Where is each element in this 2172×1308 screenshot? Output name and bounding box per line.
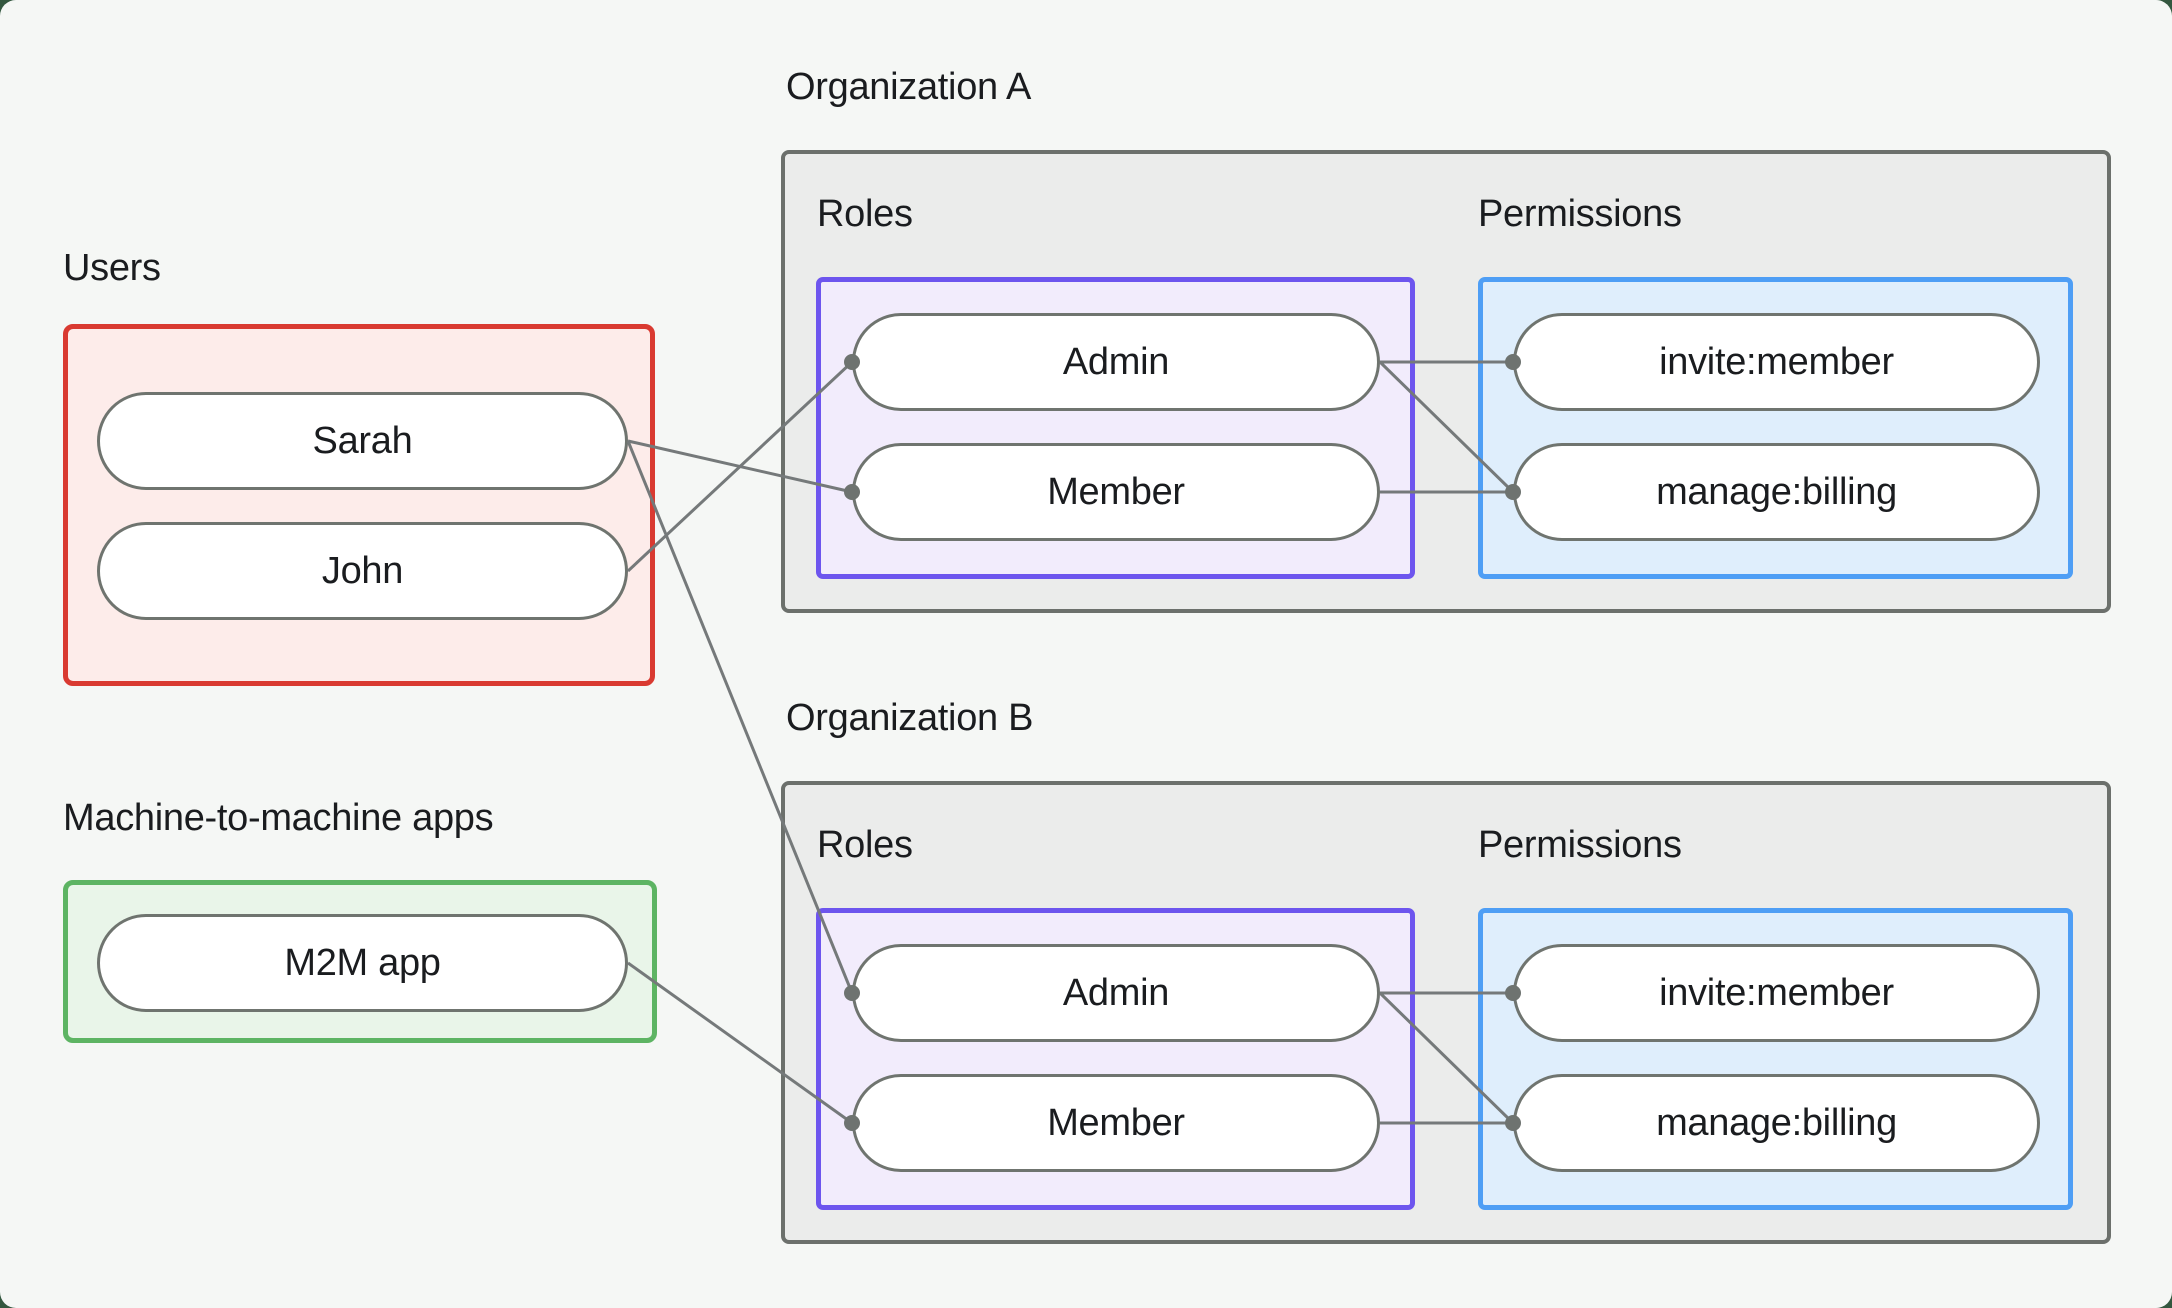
organization-a-group: Organization A Roles Permissions Admin M…: [0, 64, 2172, 624]
organization-b-group: Organization B Roles Permissions Admin M…: [0, 695, 2172, 1255]
organization-b-permission-invite-member: invite:member: [1513, 944, 2040, 1042]
organization-b-role-member: Member: [852, 1074, 1380, 1172]
m2m-section-label: Machine-to-machine apps: [63, 796, 494, 839]
organization-a-permission-manage-billing: manage:billing: [1513, 443, 2040, 541]
user-node-sarah: Sarah: [97, 392, 628, 490]
user-node-john: John: [97, 522, 628, 620]
organization-a-roles-label: Roles: [817, 192, 913, 235]
organization-a-title: Organization A: [786, 65, 1032, 108]
organization-b-permissions-label: Permissions: [1478, 823, 1682, 866]
organization-b-role-admin: Admin: [852, 944, 1380, 1042]
users-section-label: Users: [63, 246, 161, 289]
organization-a-role-admin: Admin: [852, 313, 1380, 411]
organization-b-permission-manage-billing: manage:billing: [1513, 1074, 2040, 1172]
organization-b-title: Organization B: [786, 696, 1034, 739]
organization-a-permissions-label: Permissions: [1478, 192, 1682, 235]
organization-a-role-member: Member: [852, 443, 1380, 541]
m2m-node-app: M2M app: [97, 914, 628, 1012]
users-group-box: [63, 324, 655, 686]
organization-b-roles-label: Roles: [817, 823, 913, 866]
organization-a-permission-invite-member: invite:member: [1513, 313, 2040, 411]
